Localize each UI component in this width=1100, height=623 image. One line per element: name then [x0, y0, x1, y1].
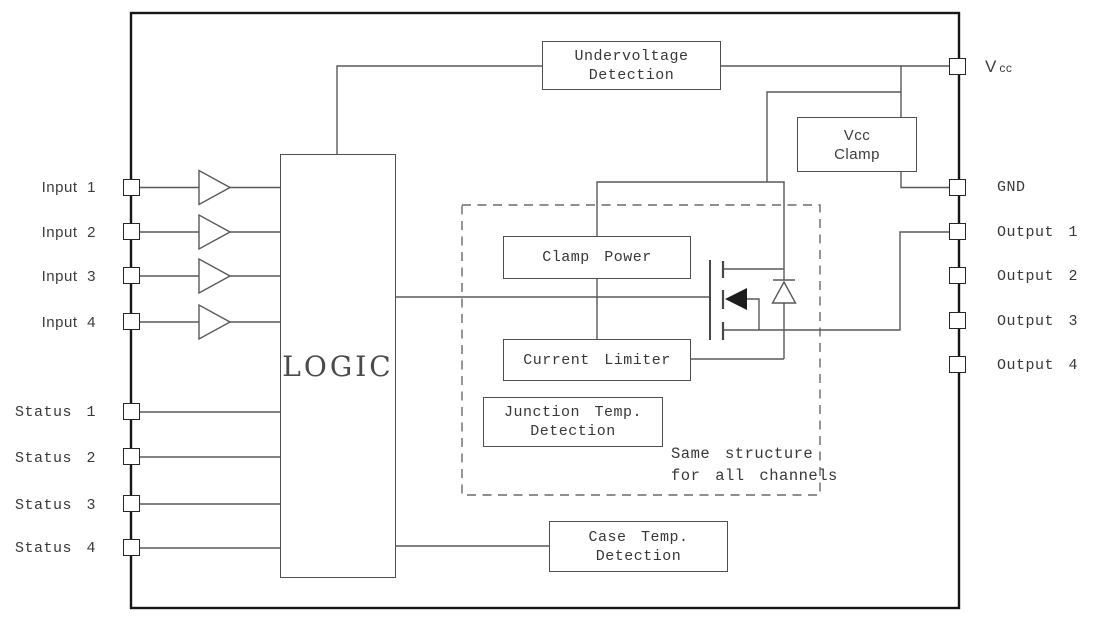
pin-square-input-3 [123, 267, 140, 284]
block-logic: LOGIC [280, 154, 396, 578]
buffer-icon-input-4 [198, 303, 232, 341]
pin-label-input-3: Input 3 [41, 268, 96, 285]
pin-square-output-4 [949, 356, 966, 373]
buffer-icon-input-3 [198, 257, 232, 295]
case-temp-line1: Case Temp. [588, 528, 689, 546]
pin-square-output-3 [949, 312, 966, 329]
wire-limiter-source [690, 303, 785, 360]
pin-label-gnd: GND [997, 179, 1026, 196]
pin-square-vcc [949, 58, 966, 75]
pin-label-output-4: Output 4 [997, 357, 1079, 374]
wires [140, 65, 950, 549]
annotation-same-structure: Same structure for all channels [671, 443, 838, 487]
block-undervoltage-detection: Undervoltage Detection [542, 41, 721, 90]
pin-label-vcc: V cc [985, 57, 1012, 77]
logic-label: LOGIC [282, 349, 394, 383]
pin-label-output-2: Output 2 [997, 268, 1079, 285]
pin-label-input-2: Input 2 [41, 224, 96, 241]
pin-square-output-2 [949, 267, 966, 284]
wire-power-rail [596, 181, 785, 280]
vcc-clamp-line1: Vcc [843, 126, 871, 144]
wire-source-output1 [723, 231, 950, 331]
buffer-icon-input-1 [198, 169, 232, 206]
clamp-power-label: Clamp Power [542, 249, 652, 266]
pin-square-input-1 [123, 179, 140, 196]
mosfet-body-stub [747, 298, 760, 330]
pin-label-status-4: Status 4 [14, 540, 96, 557]
pin-square-status-1 [123, 403, 140, 420]
pin-square-input-2 [123, 223, 140, 240]
current-limiter-label: Current Limiter [523, 351, 671, 369]
pin-label-status-1: Status 1 [14, 404, 96, 421]
wire-vcc-rail-branch [766, 91, 901, 182]
block-case-temp-detection: Case Temp. Detection [549, 521, 728, 572]
pin-label-status-3: Status 3 [14, 497, 96, 514]
pin-square-status-3 [123, 495, 140, 512]
body-diode-icon [771, 279, 797, 304]
pin-label-input-4: Input 4 [41, 314, 96, 331]
pin-square-status-2 [123, 448, 140, 465]
block-junction-temp-detection: Junction Temp. Detection [483, 397, 663, 447]
vcc-label-main: V [985, 57, 997, 76]
block-vcc-clamp: Vcc Clamp [797, 117, 917, 172]
pin-square-input-4 [123, 313, 140, 330]
undervoltage-line2: Detection [588, 66, 675, 84]
chip-outline [129, 11, 961, 610]
pin-square-output-1 [949, 223, 966, 240]
junction-temp-line1: Junction Temp. [503, 404, 643, 421]
pin-label-output-1: Output 1 [997, 224, 1079, 241]
mosfet-body-arrow-icon [725, 288, 747, 310]
case-temp-line2: Detection [595, 547, 682, 565]
vcc-clamp-line2: Clamp [834, 145, 880, 163]
pin-square-status-4 [123, 539, 140, 556]
mosfet-icon [709, 260, 784, 340]
junction-temp-line2: Detection [530, 423, 616, 440]
wire-clamp-gnd [900, 172, 950, 189]
pin-square-gnd [949, 179, 966, 196]
undervoltage-line1: Undervoltage [574, 47, 689, 65]
vcc-label-sub: cc [999, 61, 1013, 75]
block-current-limiter: Current Limiter [503, 339, 691, 381]
channel-dashed-outline [461, 204, 821, 496]
diode-triangle [771, 280, 797, 304]
pin-label-status-2: Status 2 [14, 450, 96, 467]
buffer-icon-input-2 [198, 213, 232, 251]
pin-label-input-1: Input 1 [41, 179, 96, 196]
pin-label-output-3: Output 3 [997, 313, 1079, 330]
same-structure-line1: Same structure [671, 445, 814, 463]
same-structure-line2: for all channels [671, 467, 838, 485]
wire-undervoltage-logic [336, 65, 542, 154]
block-clamp-power: Clamp Power [503, 236, 691, 279]
